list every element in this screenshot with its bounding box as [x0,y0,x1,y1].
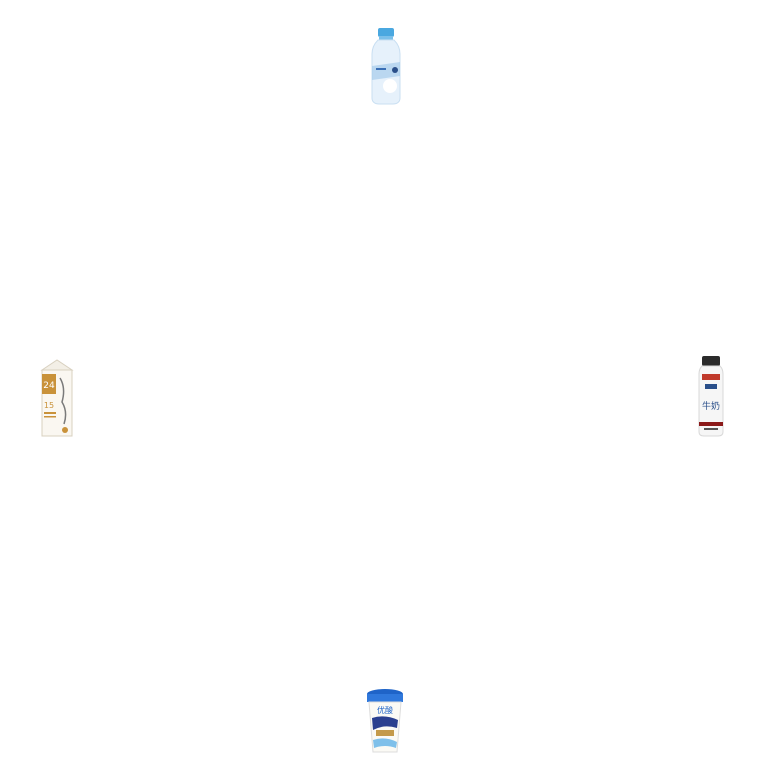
milk-carton-gold-graphic: 24 15 [40,359,74,437]
milk-bottle-blue-cap-graphic [371,28,401,105]
bottle-mark-text: 牛奶 [702,400,720,412]
carton-mid-number: 15 [44,401,54,410]
yogurt-cup-blue-lid-icon[interactable]: 优酸 [364,686,406,756]
carton-big-number: 24 [43,381,55,391]
milk-carton-gold-icon[interactable]: 24 15 [38,358,76,438]
milk-bottle-black-cap-graphic: 牛奶 [698,356,724,437]
cup-brand-text: 优酸 [377,705,393,715]
milk-bottle-black-cap-icon[interactable]: 牛奶 [696,354,726,438]
milk-bottle-blue-cap-icon[interactable] [366,26,406,106]
yogurt-cup-blue-lid-graphic: 优酸 [367,689,403,753]
